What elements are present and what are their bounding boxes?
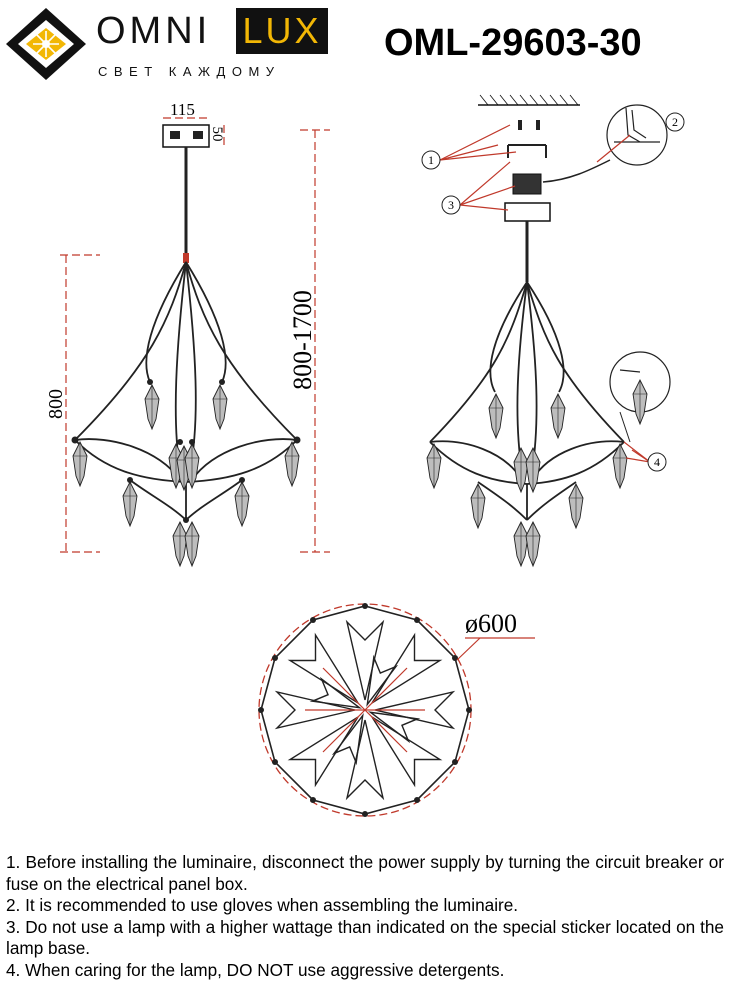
dim-body-height: 800 [45, 389, 67, 419]
brand-tagline: СВЕТ КАЖДОМУ [98, 64, 281, 79]
brand-name-lux: LUX [236, 8, 328, 54]
dim-diameter: ø600 [465, 609, 517, 638]
dim-canopy-width: 115 [170, 100, 195, 119]
installed-crystals [426, 393, 628, 567]
top-view: ø600 [258, 603, 535, 817]
brand-name-omni: OMNI [96, 10, 212, 52]
detail-circle-wiring [606, 104, 668, 166]
model-code: OML-29603-30 [384, 22, 642, 64]
dim-total-height: 800-1700 [288, 290, 317, 390]
dimension-lines-side [60, 117, 330, 553]
callout-4: 4 [654, 455, 660, 469]
side-view: 115 50 800 800-1700 [45, 100, 330, 567]
instruction-3: 3. Do not use a lamp with a higher watta… [6, 916, 724, 959]
dim-canopy-height: 50 [209, 127, 225, 142]
callout-leaders [439, 124, 651, 463]
header: OMNI LUX СВЕТ КАЖДОМУ OML-29603-30 [0, 0, 730, 90]
callout-2: 2 [672, 115, 678, 129]
instruction-4: 4. When caring for the lamp, DO NOT use … [6, 959, 505, 980]
technical-drawing: 115 50 800 800-1700 [45, 94, 685, 817]
instruction-1: 1. Before installing the luminaire, disc… [6, 852, 724, 894]
callout-3: 3 [448, 198, 454, 212]
crystal-pendants [72, 384, 300, 567]
callout-1: 1 [428, 153, 434, 167]
instruction-2: 2. It is recommended to use gloves when … [6, 895, 519, 915]
installation-instructions: 1. Before installing the luminaire, disc… [6, 852, 724, 981]
frame-arms [74, 261, 298, 521]
installation-view: 1 2 3 4 [421, 94, 685, 567]
omnilux-logo-icon [6, 8, 86, 80]
